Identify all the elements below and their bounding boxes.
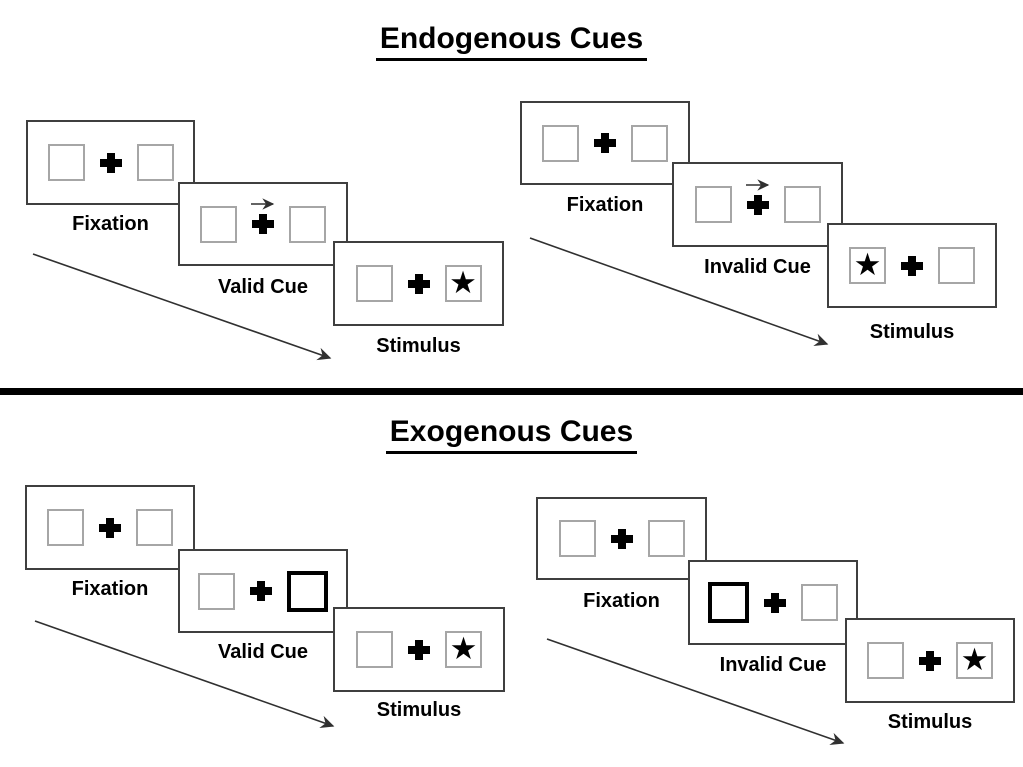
right-box — [647, 520, 685, 557]
left-box — [542, 124, 579, 162]
step-label-valid-cue: Valid Cue — [217, 276, 309, 298]
timeline-arrow — [32, 253, 332, 361]
plus-shape — [407, 273, 430, 294]
fixation-cross-icon — [99, 152, 122, 173]
fixation-screen — [520, 101, 690, 185]
timeline-arrow — [34, 620, 335, 729]
right-box — [136, 144, 174, 181]
plus-shape — [99, 152, 122, 173]
fixation-cross-icon — [745, 178, 769, 215]
plus-shape — [901, 255, 923, 276]
star-stimulus-icon: ★ — [853, 247, 882, 282]
fixation-cross-icon — [610, 528, 633, 549]
left-box — [47, 509, 84, 546]
stimulus-screen: ★ — [845, 618, 1015, 703]
fixation-cross-icon — [901, 255, 923, 276]
step-label-stimulus: Stimulus — [887, 711, 973, 733]
section-divider — [0, 388, 1023, 395]
stimulus-screen: ★ — [333, 241, 504, 326]
right-box: ★ — [444, 265, 482, 302]
right-box: ★ — [956, 642, 993, 679]
fixation-cross-icon — [408, 639, 430, 660]
plus-shape — [99, 517, 121, 538]
step-label-fixation: Fixation — [72, 213, 149, 235]
step-label-stimulus: Stimulus — [376, 335, 461, 357]
fixation-screen — [536, 497, 707, 580]
stimulus-screen: ★ — [333, 607, 505, 692]
fixation-cross-icon — [407, 273, 430, 294]
left-box — [355, 265, 393, 302]
step-label-fixation: Fixation — [566, 194, 644, 216]
plus-shape — [746, 194, 769, 215]
left-box — [558, 520, 596, 557]
right-box — [631, 124, 668, 162]
right-box: ★ — [445, 631, 482, 668]
left-box — [867, 642, 904, 679]
star-stimulus-icon: ★ — [960, 642, 989, 677]
step-label-stimulus: Stimulus — [376, 699, 462, 721]
fixation-cross-icon — [99, 517, 121, 538]
step-label-invalid-cue: Invalid Cue — [704, 256, 811, 278]
fixation-cross-icon — [250, 581, 272, 601]
plus-shape — [252, 214, 274, 234]
right-box — [938, 247, 975, 284]
left-box — [198, 572, 235, 610]
step-label-fixation: Fixation — [583, 590, 660, 612]
step-label-fixation: Fixation — [71, 578, 149, 600]
left-box — [47, 144, 85, 181]
fixation-cross-icon — [764, 592, 786, 613]
star-stimulus-icon: ★ — [449, 631, 478, 666]
left-box — [200, 205, 237, 243]
section-title-exogenous: Exogenous Cues — [0, 415, 1023, 454]
plus-shape — [610, 528, 633, 549]
star-stimulus-icon: ★ — [449, 265, 477, 300]
right-arrow-icon — [745, 178, 769, 191]
section-title-text: Endogenous Cues — [375, 22, 648, 61]
step-label-valid-cue: Valid Cue — [217, 641, 309, 663]
right-box-cue-highlight — [287, 570, 328, 612]
valid-cue-screen — [178, 182, 348, 266]
fixation-screen — [26, 120, 195, 205]
left-box — [694, 186, 732, 223]
step-label-invalid-cue: Invalid Cue — [719, 654, 827, 676]
fixation-cross-icon — [919, 650, 941, 671]
plus-shape — [919, 650, 941, 671]
right-box — [783, 186, 821, 223]
invalid-cue-screen — [672, 162, 843, 247]
timeline-arrow — [546, 638, 845, 746]
fixation-screen — [25, 485, 195, 570]
plus-shape — [408, 639, 430, 660]
right-box — [136, 509, 173, 546]
fixation-cross-icon — [594, 133, 616, 153]
stimulus-screen: ★ — [827, 223, 997, 308]
left-box: ★ — [849, 247, 886, 284]
right-box — [801, 584, 838, 621]
plus-shape — [764, 592, 786, 613]
valid-cue-screen — [178, 549, 348, 633]
step-label-stimulus: Stimulus — [869, 321, 955, 343]
left-box-cue-highlight — [708, 582, 749, 623]
fixation-cross-icon — [251, 198, 275, 234]
plus-shape — [250, 581, 272, 601]
left-box — [356, 631, 393, 668]
plus-shape — [594, 133, 616, 153]
right-box — [289, 205, 326, 243]
invalid-cue-screen — [688, 560, 858, 645]
right-arrow-icon — [251, 198, 275, 210]
section-title-endogenous: Endogenous Cues — [0, 22, 1023, 61]
timeline-arrow — [529, 237, 829, 346]
section-title-text: Exogenous Cues — [385, 415, 638, 454]
